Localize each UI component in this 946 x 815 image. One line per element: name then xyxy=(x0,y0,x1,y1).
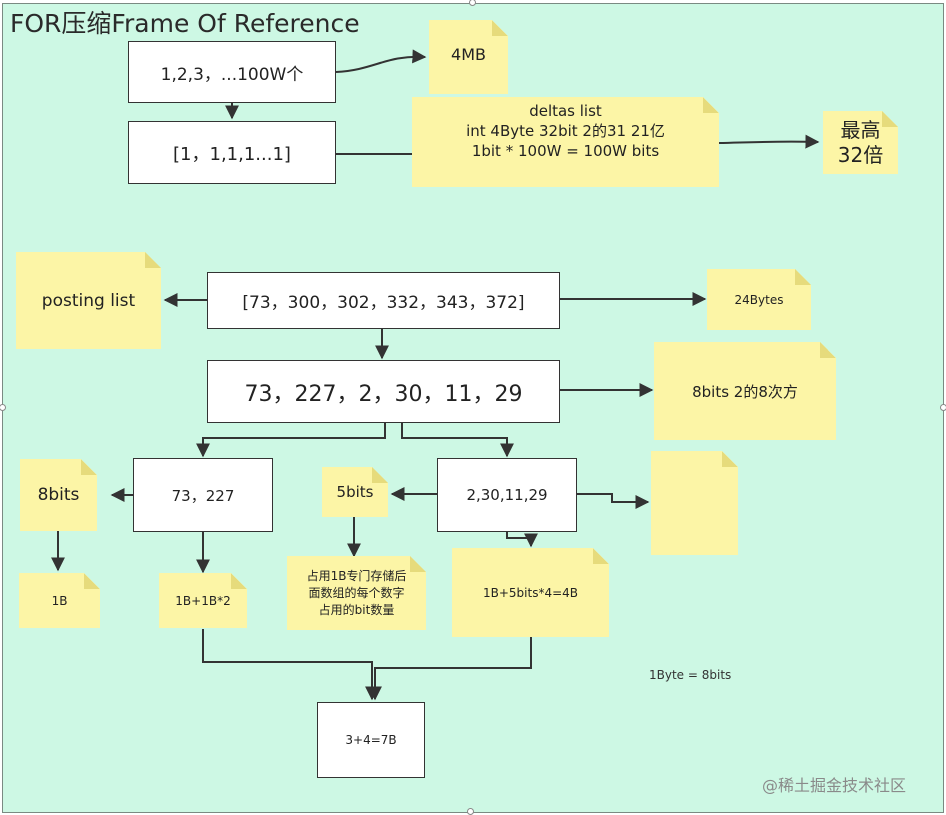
arrow-seq-to-4mb xyxy=(335,49,427,73)
max-32x-line-2: 32倍 xyxy=(837,142,884,167)
note-1b[interactable]: 1B xyxy=(19,573,100,628)
resize-handle-right[interactable] xyxy=(940,404,946,411)
deltas-list-line-2: int 4Byte 32bit 2的31 21亿 xyxy=(466,122,665,140)
note-deltas-list[interactable]: deltas list int 4Byte 32bit 2的31 21亿 1bi… xyxy=(412,97,719,187)
deltas-list-line-3: 1bit * 100W = 100W bits xyxy=(471,142,660,160)
note-empty[interactable] xyxy=(651,451,738,555)
max-32x-line-1: 最高 xyxy=(840,117,881,142)
note-max-32x[interactable]: 最高 32倍 xyxy=(823,111,898,174)
note-24bytes[interactable]: 24Bytes xyxy=(707,269,811,330)
diagram-title: FOR压缩Frame Of Reference xyxy=(10,9,360,38)
note-4mb[interactable]: 4MB xyxy=(429,20,508,94)
note-block-b-calc[interactable]: 1B+5bits*4=4B xyxy=(452,548,609,637)
note-header-desc[interactable]: 占用1B专门存储后 面数组的每个数字 占用的bit数量 xyxy=(287,556,426,630)
header-desc-line-3: 占用的bit数量 xyxy=(318,602,395,617)
sequence-box[interactable]: 1,2,3，...100W个 xyxy=(128,41,336,103)
arrow-block-b-to-empty xyxy=(577,493,650,509)
block-b-box[interactable]: 2,30,11,29 xyxy=(437,458,577,532)
header-desc-line-1: 占用1B专门存储后 xyxy=(306,568,407,583)
total-box[interactable]: 3+4=7B xyxy=(317,702,425,778)
watermark: @稀土掘金技术社区 xyxy=(762,776,907,795)
deltas-box[interactable]: 73，227，2，30，11，29 xyxy=(207,360,560,423)
note-8bits[interactable]: 8bits xyxy=(20,459,97,531)
note-5bits[interactable]: 5bits xyxy=(322,467,388,517)
note-8bits-pow[interactable]: 8bits 2的8次方 xyxy=(654,342,836,440)
delta-sequence-box[interactable]: [1，1,1,1...1] xyxy=(128,121,336,184)
arrow-block-b-to-calc xyxy=(506,532,538,548)
arrow-deltas-to-block-a xyxy=(196,423,386,458)
arrow-calc-a-to-total xyxy=(202,629,379,701)
block-a-box[interactable]: 73，227 xyxy=(133,458,273,532)
arrow-deltas-to-block-b xyxy=(401,423,514,458)
note-posting-list[interactable]: posting list xyxy=(16,252,161,349)
arrow-note-to-32x xyxy=(718,134,820,149)
deltas-list-line-1: deltas list xyxy=(529,102,602,120)
byte-definition-text: 1Byte = 8bits xyxy=(649,668,732,682)
resize-handle-top[interactable] xyxy=(469,0,476,6)
postings-box[interactable]: [73，300，302，332，343，372] xyxy=(207,272,560,329)
resize-handle-left[interactable] xyxy=(0,404,6,411)
note-block-a-calc[interactable]: 1B+1B*2 xyxy=(159,573,247,628)
header-desc-line-2: 面数组的每个数字 xyxy=(308,585,405,600)
arrow-calc-b-to-total xyxy=(368,637,532,701)
